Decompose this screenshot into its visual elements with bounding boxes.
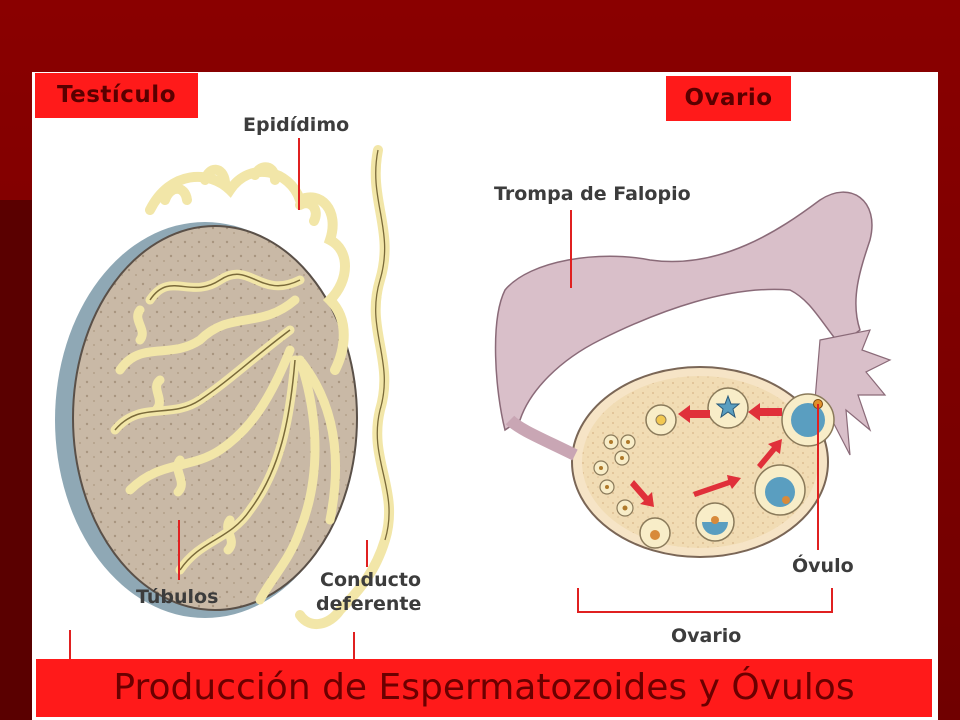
vas-deferens-outline: [375, 149, 390, 541]
label-epididimo: Epidídimo: [243, 114, 349, 136]
testicle-illustration: [55, 138, 394, 660]
label-tubulos: Túbulos: [136, 586, 218, 608]
tag-testiculo: Testículo: [35, 73, 198, 118]
label-ovario: Ovario: [671, 625, 741, 647]
cycle-arrows: [630, 403, 782, 507]
title-banner: Producción de Espermatozoides y Óvulos: [36, 659, 932, 717]
testicle-body: [72, 225, 358, 611]
tubule-outlines: [114, 273, 301, 571]
left-accent-strip: [0, 200, 32, 720]
ovario-bracket: [577, 588, 833, 613]
label-ovulo: Óvulo: [792, 553, 854, 577]
tag-ovario: Ovario: [666, 76, 791, 121]
label-trompa-de-falopio: Trompa de Falopio: [494, 183, 691, 205]
label-deferente: deferente: [316, 593, 421, 615]
ovary-illustration: [494, 191, 892, 613]
follicles: [593, 387, 835, 549]
ovarian-ligament: [505, 415, 578, 461]
epididymis: [145, 162, 350, 375]
label-conducto: Conducto: [320, 569, 421, 591]
